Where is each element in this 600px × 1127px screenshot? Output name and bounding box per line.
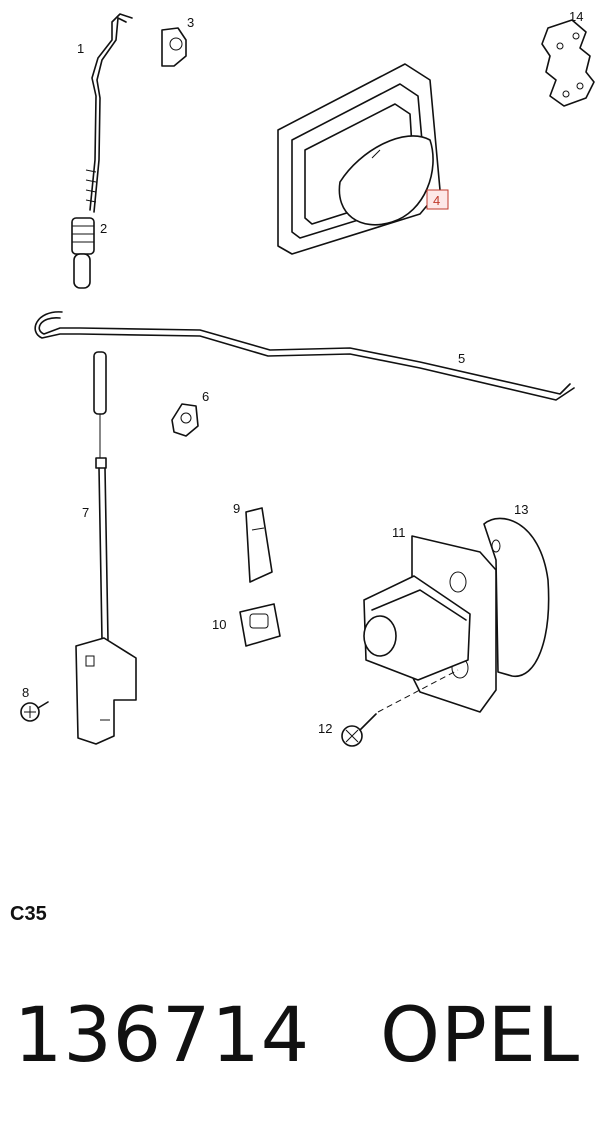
- parts-diagram: 1 2 3 4 5 6 7 8 9 10 11 12 13 14: [20, 9, 595, 747]
- callout-8: 8: [22, 685, 29, 700]
- part-13-plate: [483, 517, 550, 677]
- callout-14: 14: [569, 9, 583, 24]
- part-12-screw: [341, 669, 459, 747]
- callout-12: 12: [318, 721, 332, 736]
- part-1-rod: [85, 13, 133, 213]
- callout-3: 3: [187, 15, 194, 30]
- callout-10: 10: [212, 617, 226, 632]
- callout-4: 4: [433, 193, 440, 208]
- part-5-rod: [34, 311, 575, 401]
- part-7-rod-bracket: [75, 351, 137, 745]
- callout-13: 13: [514, 502, 528, 517]
- part-number-line: 136714 OPEL: [14, 990, 580, 1079]
- callout-5: 5: [458, 351, 465, 366]
- part-6-clip: [171, 403, 199, 437]
- part-10-grommet: [239, 603, 281, 647]
- part-8-screw: [20, 701, 49, 722]
- callout-1: 1: [77, 41, 84, 56]
- part-3-clip: [161, 27, 187, 67]
- part-4-handle: [277, 63, 441, 255]
- part-number: 136714: [14, 990, 311, 1079]
- callout-2: 2: [100, 221, 107, 236]
- callout-11: 11: [392, 525, 406, 540]
- callout-4-box: [426, 189, 449, 210]
- callout-7: 7: [82, 505, 89, 520]
- part-14-plate: [541, 19, 595, 107]
- part-2-knob: [71, 217, 95, 289]
- callout-6: 6: [202, 389, 209, 404]
- diagram-code: C35: [10, 903, 47, 925]
- callout-9: 9: [233, 501, 240, 516]
- part-9-cap: [245, 507, 273, 583]
- brand-name: OPEL: [380, 990, 581, 1079]
- part-11-bracket: [363, 535, 497, 713]
